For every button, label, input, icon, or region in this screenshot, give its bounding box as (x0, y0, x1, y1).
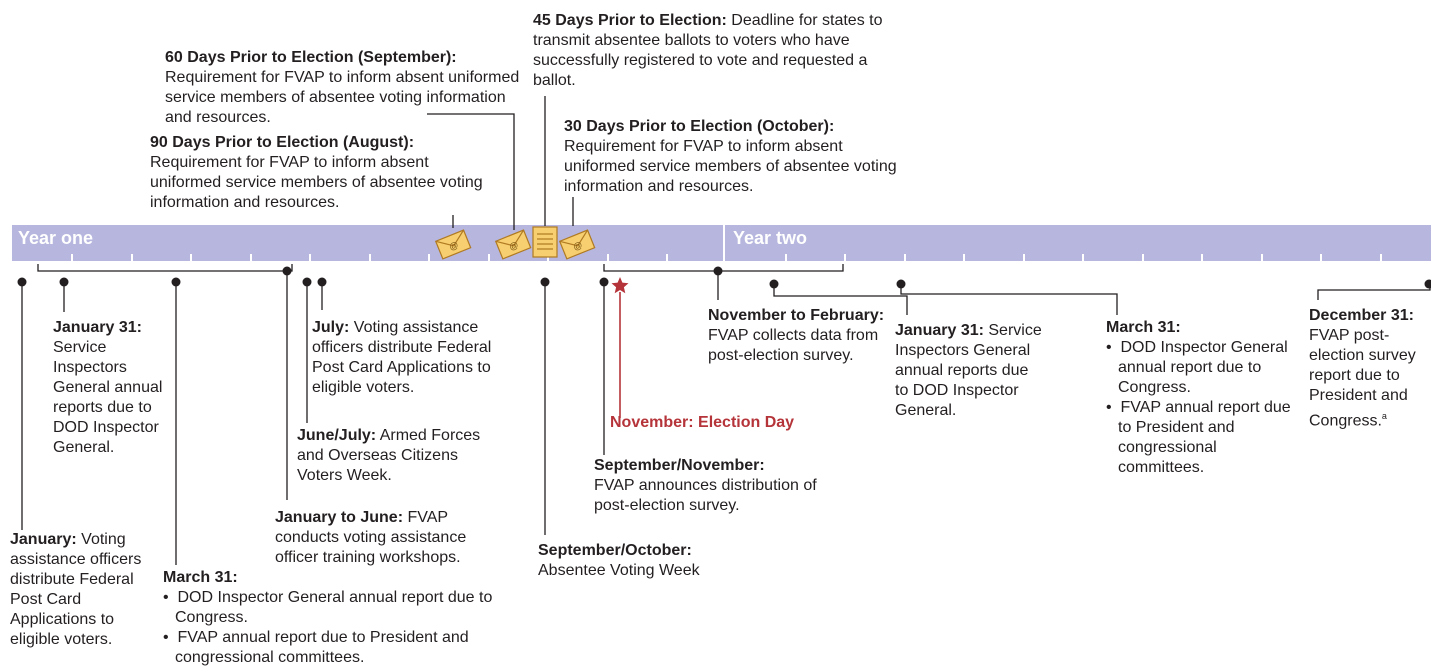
event-june-july: June/July: Armed Forces and Overseas Cit… (297, 427, 481, 484)
event-dec31: December 31:FVAP post-election survey re… (1309, 307, 1416, 430)
event-july: July: Voting assistance officers distrib… (312, 319, 492, 396)
event-mar31-year-two: March 31: DOD Inspector General annual r… (1106, 318, 1296, 478)
event-sep-oct: September/October:Absentee Voting Week (538, 542, 700, 579)
event-jan-to-june: January to June: FVAP conducts voting as… (275, 509, 467, 566)
event-90-days: 90 Days Prior to Election (August):Requi… (150, 134, 483, 211)
svg-text:@: @ (448, 240, 460, 253)
year-one-label: Year one (18, 228, 94, 248)
event-dot (282, 266, 292, 276)
event-dot (713, 266, 723, 276)
event-jan31-year-two: January 31: Service Inspectors General a… (895, 322, 1042, 419)
event-sep-nov: September/November:FVAP announces distri… (594, 457, 817, 514)
event-dot (317, 277, 327, 287)
timeline-band (12, 225, 1431, 261)
band-ticks (71, 225, 1382, 261)
sep-nov-bracket (603, 264, 844, 272)
event-60-days: 60 Days Prior to Election (September):Re… (165, 49, 520, 126)
event-dot (896, 279, 906, 289)
event-jan31-year-one: January 31: Service Inspectors General a… (53, 319, 163, 456)
year-two-label: Year two (733, 228, 808, 248)
envelope-icon: @ (558, 229, 596, 260)
envelope-icon: @ (494, 229, 532, 260)
event-dot (302, 277, 312, 287)
event-january-voting: January: Voting assistance officers dist… (10, 531, 142, 648)
event-dot (769, 279, 779, 289)
event-30-days: 30 Days Prior to Election (October):Requ… (564, 118, 897, 195)
footnote-marker: a (1381, 411, 1387, 421)
event-election-day: November: Election Day (610, 414, 795, 431)
event-dot (171, 277, 181, 287)
event-dot (17, 277, 27, 287)
election-star-icon (611, 277, 629, 294)
event-mar31-year-one: March 31: DOD Inspector General annual r… (163, 568, 503, 668)
svg-text:@: @ (572, 240, 584, 253)
svg-text:@: @ (508, 240, 520, 253)
envelope-icon: @ (434, 229, 472, 260)
jan-june-bracket (37, 264, 293, 272)
event-dot (540, 277, 550, 287)
event-dot (59, 277, 69, 287)
ballot-document-icon (532, 226, 558, 258)
event-nov-to-feb: November to February: FVAP collects data… (708, 307, 885, 364)
event-dot (1424, 279, 1431, 289)
event-dot (599, 277, 609, 287)
event-45-days: 45 Days Prior to Election: Deadline for … (533, 12, 883, 89)
